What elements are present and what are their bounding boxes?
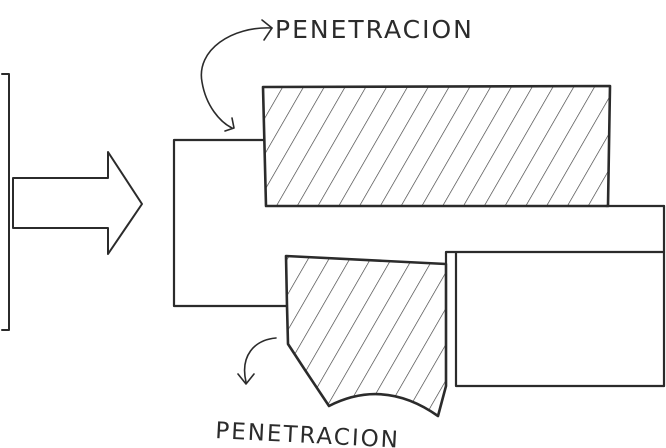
upper-hatched-block	[261, 84, 612, 208]
right-arrow-icon	[12, 151, 143, 255]
top-callout-arrow	[200, 27, 273, 129]
bottom-penetration-label: PENETRACION	[215, 418, 401, 448]
left-frame	[1, 73, 10, 331]
top-callout-tick	[261, 19, 273, 41]
base-outline	[172, 138, 666, 388]
top-penetration-label: PENETRACION	[275, 15, 474, 44]
top-callout-arrowhead	[224, 117, 235, 132]
lower-hatched-block	[284, 254, 448, 418]
bottom-callout-arrow	[243, 337, 277, 383]
bottom-callout-arrowhead	[237, 373, 255, 385]
